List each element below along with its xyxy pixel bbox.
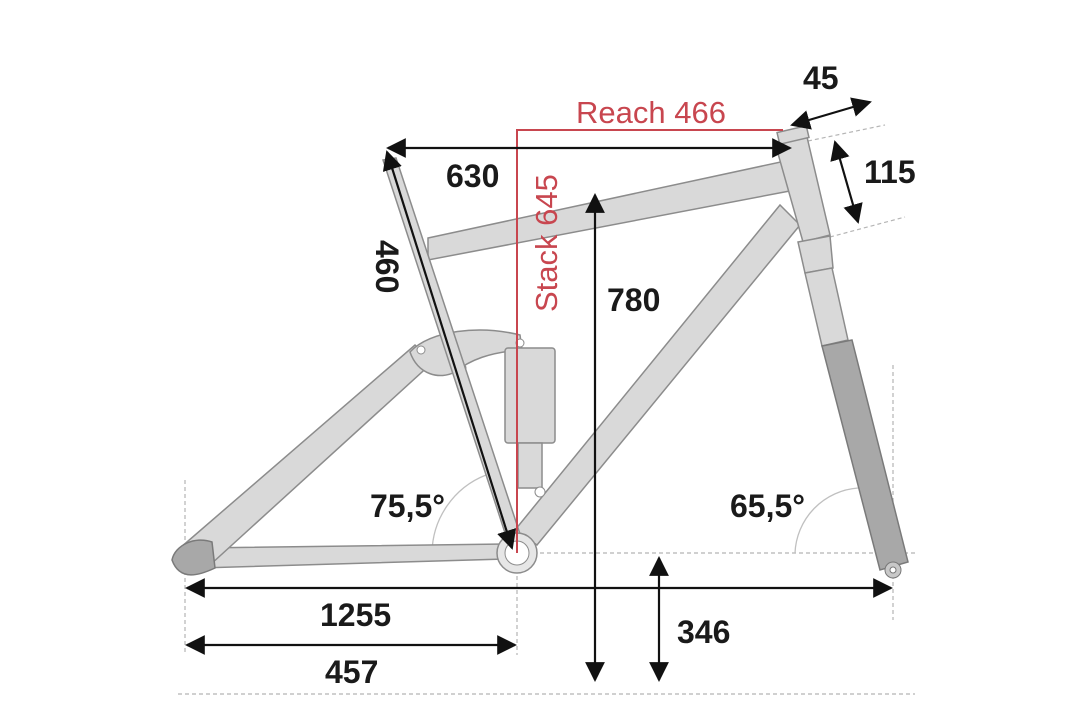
- head-angle-label: 65,5°: [730, 488, 805, 524]
- stack-label: Stack 645: [529, 174, 564, 312]
- seat-angle-label: 75,5°: [370, 488, 445, 524]
- top-tube-label: 630: [446, 158, 499, 194]
- head-tube-label: 115: [864, 154, 916, 190]
- dimension-arrows: [185, 97, 893, 682]
- seat-stay: [178, 343, 435, 566]
- chainstay-label: 457: [325, 654, 378, 690]
- headset-arrow: [790, 97, 872, 130]
- height-label: 780: [607, 282, 660, 318]
- bb-height-label: 346: [677, 614, 730, 650]
- reach-label: Reach 466: [576, 95, 726, 130]
- headset-label: 45: [803, 60, 839, 96]
- chainstay: [199, 543, 506, 569]
- wheelbase-label: 1255: [320, 597, 391, 633]
- dimension-labels: Reach 466 Stack 645 630 460 45 115 780 7…: [320, 60, 916, 690]
- fork-upper: [804, 267, 849, 347]
- head-tube-arrow: [830, 140, 863, 224]
- rear-dropout: [171, 539, 216, 576]
- seat-tube-arrow: [382, 150, 517, 550]
- seat-tube-label: 460: [369, 240, 405, 293]
- reach-stack-lines: [516, 129, 783, 553]
- fork-lower: [821, 339, 909, 571]
- rear-shock: [504, 347, 556, 444]
